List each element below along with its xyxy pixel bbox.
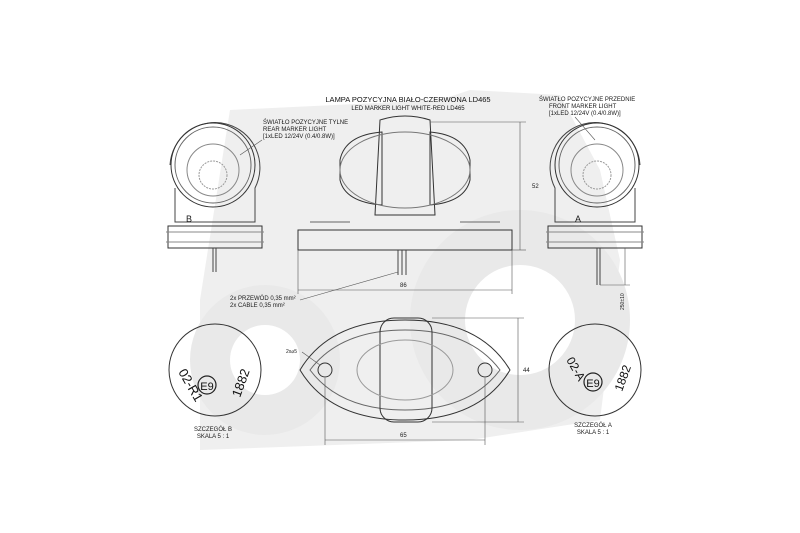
rear-label-line1: ŚWIATŁO POZYCYJNE TYLNE [263, 118, 348, 126]
dim-depth: 44 [523, 368, 530, 374]
title-line2: LED MARKER LIGHT WHITE-RED LD465 [351, 106, 465, 112]
center-view [297, 115, 513, 275]
dim-width-top: 86 [400, 283, 407, 289]
top-view [299, 317, 511, 423]
front-label-line2: FRONT MARKER LIGHT [549, 104, 617, 110]
title-line1: LAMPA POZYCYJNA BIAŁO-CZERWONA LD465 [325, 95, 490, 104]
detail-a-scale: SKALA 5 : 1 [577, 430, 610, 436]
cable-label-line2: 2x CABLE 0,35 mm² [230, 303, 285, 309]
dim-hole: 2x⌀5 [286, 349, 297, 355]
width-top-dimension [297, 250, 513, 294]
rear-view [166, 122, 264, 272]
detail-b-scale: SKALA 5 : 1 [197, 434, 230, 440]
height-dimension [430, 121, 526, 251]
rear-label-line3: [1xLED 12/24V (0.4/0.8W)] [263, 134, 335, 140]
cable-length-dimension [600, 248, 630, 286]
detail-b [168, 323, 262, 417]
view-mark-a: A [575, 214, 581, 224]
dim-height: 52 [532, 184, 539, 190]
tractor-watermark [190, 90, 630, 450]
rear-label-line2: REAR MARKER LIGHT [263, 127, 327, 133]
front-label-line1: ŚWIATŁO POZYCYJNE PRZEDNIE [539, 95, 635, 103]
detail-a-mark: E9 [586, 378, 599, 390]
cable-label-line1: 2x PRZEWÓD 0,35 mm² [230, 295, 296, 302]
dim-cable-length: 250±10 [620, 293, 626, 310]
depth-dimension [432, 317, 524, 423]
dim-width-bottom: 65 [400, 433, 407, 439]
view-mark-b: B [186, 214, 192, 224]
front-label-line3: [1xLED 12/24V (0.4/0.8W)] [549, 111, 621, 117]
width-bottom-dimension [324, 378, 486, 445]
detail-b-title: SZCZEGÓŁ B [194, 426, 232, 433]
front-view [546, 122, 644, 285]
detail-a [548, 323, 642, 417]
detail-a-title: SZCZEGÓŁ A [574, 422, 612, 429]
detail-b-mark: E9 [200, 381, 213, 393]
